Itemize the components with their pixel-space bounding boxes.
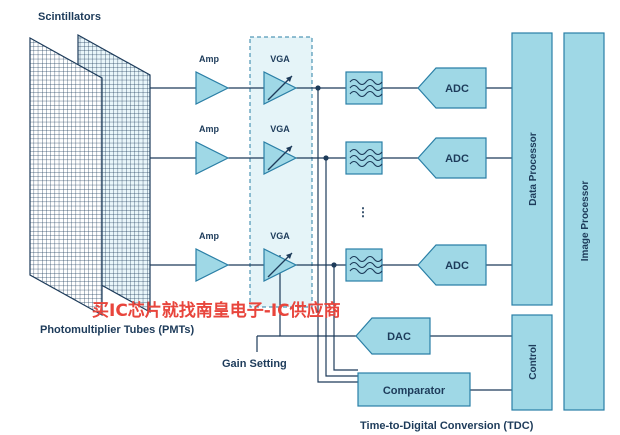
pmt-label: Photomultiplier Tubes (PMTs) [40,324,195,336]
watermark-text: 买IC芯片就找南皇电子-IC供应商 [92,300,341,321]
junction-dots [315,85,337,268]
control-block[interactable]: Control [511,314,553,411]
filter-3[interactable] [345,248,383,282]
amp-2[interactable] [195,141,230,175]
tdc-label: Time-to-Digital Conversion (TDC) [360,420,534,432]
filter-wave-icon [349,267,383,275]
vga-arrowhead-icon [286,146,292,152]
filter-wave-icon [349,78,383,86]
data-processor-label: Data Processor [528,132,539,205]
comparator-label: Comparator [383,385,446,397]
gain-setting-label: Gain Setting [222,358,287,370]
amp-3[interactable] [195,248,230,282]
filter-wave-icon [349,148,383,156]
adc-3[interactable] [417,244,487,286]
image-processor-block[interactable]: Image Processor [563,32,605,411]
vga-label: VGA [270,231,290,241]
filter-wave-icon [349,261,383,269]
vga-arrowhead-icon [286,76,292,82]
adc-label: ADC [445,83,469,95]
adc-label: ADC [445,153,469,165]
filter-wave-icon [349,90,383,98]
scintillator-array [29,33,151,317]
amp-1[interactable] [195,71,230,105]
filter-2[interactable] [345,141,383,175]
adc-1[interactable] [417,67,487,109]
filter-wave-icon [349,154,383,162]
comparator-block[interactable]: Comparator [357,372,471,407]
vga-label: VGA [270,124,290,134]
amp-label: Amp [199,54,220,64]
control-label: Control [528,344,539,380]
channel-2: Amp VGA ADC [195,124,487,179]
filter-1[interactable] [345,71,383,105]
channel-ellipsis: ⋮ [357,205,369,219]
adc-label: ADC [445,260,469,272]
amp-label: Amp [199,124,220,134]
adc-2[interactable] [417,137,487,179]
dac-block[interactable]: DAC [355,317,431,355]
vga-arrowhead-icon [286,253,292,259]
data-processor-block[interactable]: Data Processor [511,32,553,306]
scintillators-label: Scintillators [38,11,101,23]
filter-wave-icon [349,255,383,263]
filter-wave-icon [349,84,383,92]
amp-label: Amp [199,231,220,241]
dac-label: DAC [387,331,411,343]
vga-label: VGA [270,54,290,64]
channel-1: Amp VGA ADC [195,54,487,109]
image-processor-label: Image Processor [580,181,591,262]
channel-3: Amp VGA ADC [195,231,487,286]
signal-wires [150,87,512,391]
filter-wave-icon [349,160,383,168]
